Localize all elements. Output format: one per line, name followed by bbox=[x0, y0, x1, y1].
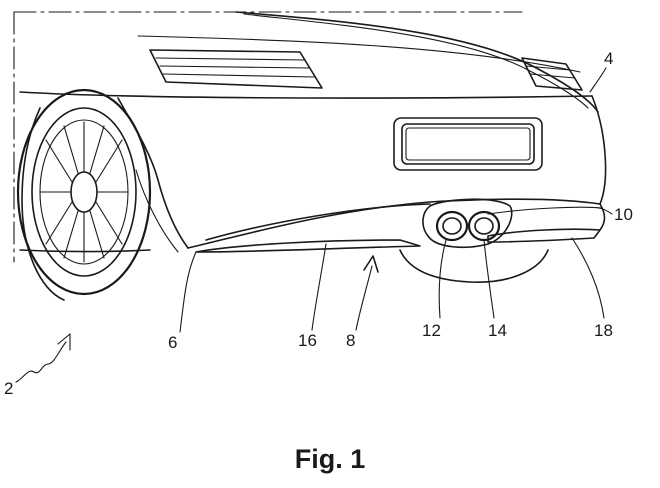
numeral-10: 10 bbox=[614, 205, 633, 224]
right-wheel bbox=[399, 249, 549, 283]
numeral-18: 18 bbox=[594, 321, 613, 340]
license-plate-recess bbox=[393, 117, 543, 171]
numeral-16: 16 bbox=[298, 331, 317, 350]
numeral-2: 2 bbox=[4, 379, 13, 398]
tailpipe-right bbox=[467, 210, 501, 242]
numeral-14: 14 bbox=[488, 321, 507, 340]
rear-light-right bbox=[521, 57, 583, 91]
numeral-8: 8 bbox=[346, 331, 355, 350]
rear-light-left bbox=[149, 49, 323, 89]
leader-lines bbox=[15, 67, 613, 383]
numeral-4: 4 bbox=[604, 49, 613, 68]
tailpipe-left bbox=[435, 210, 469, 242]
car-body bbox=[19, 11, 607, 253]
dash-dot-frame bbox=[13, 11, 523, 263]
figure-caption: Fig. 1 bbox=[295, 444, 366, 474]
rear-apron bbox=[187, 198, 606, 253]
reference-numerals: 2 4 6 8 10 12 14 16 18 bbox=[4, 49, 633, 398]
numeral-12: 12 bbox=[422, 321, 441, 340]
rear-wheel bbox=[16, 88, 152, 301]
numeral-6: 6 bbox=[168, 333, 177, 352]
